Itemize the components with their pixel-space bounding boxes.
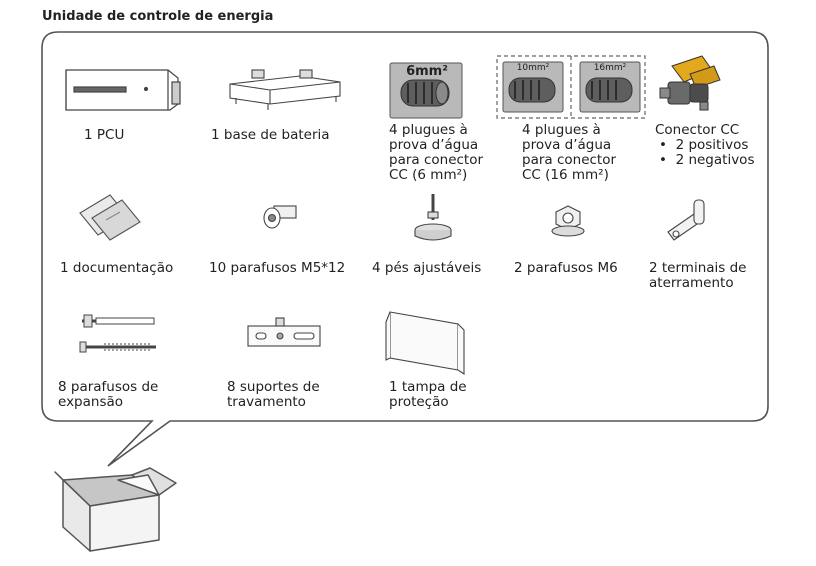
chip-label-10mm: 10mm² <box>516 63 550 73</box>
plug-6mm-icon <box>389 62 463 119</box>
m6-screw-icon <box>551 205 585 237</box>
item-label-plug-16mm: 4 plugues à prova d’água para conector C… <box>522 122 617 183</box>
battery-base-icon <box>229 69 341 110</box>
item-label-plug-6mm: 4 plugues à prova d’água para conector C… <box>389 122 484 183</box>
open-box-icon <box>54 467 177 552</box>
item-label-m6-screws: 2 parafusos M6 <box>514 260 618 276</box>
bullet-icon: • <box>659 152 667 168</box>
item-label-dc-connector: Conector CC • 2 positivos • 2 negativos <box>655 122 755 168</box>
ground-terminal-icon <box>667 199 705 241</box>
adjustable-foot-icon <box>414 194 452 241</box>
dc-connector-icon <box>659 55 721 111</box>
expansion-bolt-icon <box>79 314 156 353</box>
documentation-icon <box>79 194 141 241</box>
item-label-adjustable-feet: 4 pés ajustáveis <box>372 260 482 276</box>
plug-16mm-icon <box>579 61 641 113</box>
locking-bracket-icon <box>247 317 321 347</box>
protective-cover-icon <box>385 311 465 376</box>
section-title: Unidade de controle de energia <box>42 9 274 24</box>
callout-frame <box>41 31 769 467</box>
item-label-protective-cover: 1 tampa de proteção <box>389 379 467 410</box>
item-label-locking-brackets: 8 suportes de travamento <box>227 379 320 410</box>
chip-label-6mm: 6mm² <box>406 64 448 79</box>
item-label-expansion-bolts: 8 parafusos de expansão <box>58 379 159 410</box>
plug-10mm-icon <box>502 61 564 113</box>
bullet-icon: • <box>659 137 667 153</box>
item-label-ground-terminals: 2 terminais de aterramento <box>649 260 747 291</box>
item-label-m5-screws: 10 parafusos M5*12 <box>209 260 346 276</box>
item-label-battery-base: 1 base de bateria <box>211 127 330 143</box>
item-label-documentation: 1 documentação <box>60 260 174 276</box>
item-label-pcu: 1 PCU <box>84 127 125 143</box>
pcu-icon <box>65 69 181 111</box>
chip-label-16mm: 16mm² <box>593 63 627 73</box>
m5-screw-icon <box>263 205 297 229</box>
